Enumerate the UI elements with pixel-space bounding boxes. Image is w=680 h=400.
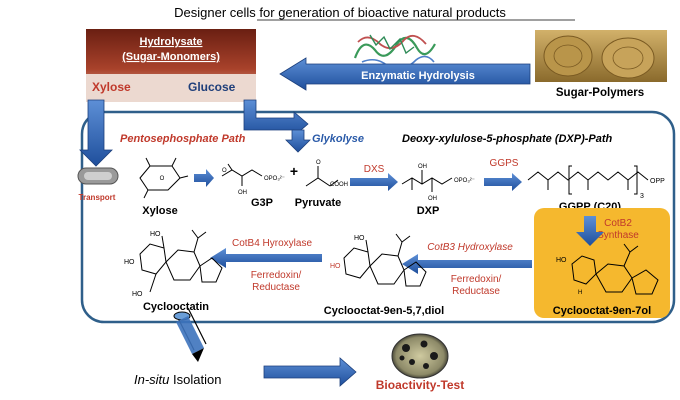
svg-text:HO: HO [354, 235, 365, 242]
hydrolysate-image [86, 29, 256, 102]
pentose-path-label: Pentosephosphate Path [120, 133, 246, 145]
cotb2-highlight-box [534, 208, 670, 318]
isolation-label: Isolation [169, 372, 221, 387]
hydrolysate-subtitle: (Sugar-Monomers) [122, 51, 220, 63]
svg-text:O: O [160, 176, 165, 182]
g3p-label: G3P [251, 197, 273, 209]
cyclooctatin-structure [139, 229, 223, 293]
cotb2-label: CotB2 [604, 218, 632, 229]
ggps-label: GGPS [490, 158, 519, 169]
svg-text:OH: OH [428, 196, 437, 202]
ferredoxin-label-2: Ferredoxin/ [451, 274, 502, 285]
pyruvate-structure [305, 166, 339, 187]
svg-text:O: O [222, 168, 227, 174]
svg-text:HO: HO [330, 263, 341, 270]
ggpp-structure [527, 165, 649, 195]
subscript-3: 3 [640, 193, 644, 200]
isolation-tube [173, 307, 207, 362]
dxs-arrow [350, 173, 398, 191]
opp-label-ggpp: OPP [650, 178, 665, 185]
g3p-structure [221, 163, 263, 186]
cotb2-synthase-label: Synthase [597, 230, 639, 241]
svg-text:OPO₃²⁻: OPO₃²⁻ [264, 176, 285, 182]
dxp-structure [401, 170, 453, 192]
svg-text:OPO₃²⁻: OPO₃²⁻ [454, 178, 475, 184]
ggps-arrow [484, 173, 522, 191]
svg-text:COOH: COOH [330, 182, 348, 188]
enzymatic-hydrolysis-arrow [279, 57, 531, 91]
cotb3-arrow [402, 254, 532, 274]
bioactivity-test-label: Bioactivity-Test [376, 378, 464, 392]
pyruvate-label: Pyruvate [295, 197, 341, 209]
svg-text:O: O [316, 160, 321, 166]
ferredoxin-label-1: Ferredoxin/ [251, 270, 302, 281]
reductase-label-2: Reductase [452, 286, 500, 297]
cyclooctat-7ol-label: Cyclooctat-9en-7ol [553, 305, 651, 317]
svg-text:HO: HO [124, 259, 135, 266]
hydrolysate-title: Hydrolysate [140, 36, 203, 48]
cell-boundary [80, 110, 676, 324]
glucose-label: Glucose [188, 80, 236, 94]
cotb4-label: CotB4 Hyroxylase [232, 238, 312, 249]
transporter-icon [77, 167, 119, 185]
glucose-uptake-arrow [243, 99, 311, 153]
dxp-path-label: Deoxy-xylulose-5-phosphate (DXP)-Path [402, 133, 613, 145]
xylose-compound-label: Xylose [142, 205, 177, 217]
dxp-label: DXP [417, 205, 440, 217]
svg-text:HO: HO [132, 291, 143, 298]
svg-text:HO: HO [150, 231, 161, 238]
svg-text:OH: OH [238, 190, 247, 196]
cyclooctat-diol-label: Cyclooctat-9en-5,7,diol [324, 305, 444, 317]
hay-bale-image [535, 30, 667, 82]
bioactivity-arrow [263, 357, 357, 387]
cyclooctat-diol-structure [343, 233, 427, 287]
plus-sign: + [290, 163, 298, 179]
cotb3-label: CotB3 Hydroxylase [427, 242, 513, 253]
enzymatic-hydrolysis-label: Enzymatic Hydrolysis [361, 70, 475, 82]
petri-dish-icon [391, 333, 449, 379]
page-title: Designer cells for generation of bioacti… [174, 5, 506, 20]
sugar-polymers-label: Sugar-Polymers [556, 87, 644, 99]
xylose-label: Xylose [92, 80, 131, 94]
in-situ-label: In-situ [134, 372, 169, 387]
dxs-label: DXS [364, 164, 385, 175]
cotb4-arrow [210, 248, 322, 268]
svg-text:HO: HO [556, 257, 567, 264]
cyclooctat-7ol-structure [571, 243, 659, 295]
svg-text:OH: OH [418, 164, 427, 170]
cyclooctatin-label: Cyclooctatin [143, 301, 209, 313]
xylose-transport-arrow [79, 99, 113, 167]
transport-label: Transport [79, 193, 116, 202]
xylose-structure [139, 157, 189, 199]
reductase-label-1: Reductase [252, 282, 300, 293]
glykolyse-label: Glykolyse [312, 133, 364, 145]
svg-text:H: H [578, 290, 582, 296]
svg-text:In-situ Isolation: In-situ Isolation [134, 372, 221, 387]
cotb2-down-arrow [576, 216, 604, 246]
arrow-xylose-g3p [194, 169, 214, 187]
